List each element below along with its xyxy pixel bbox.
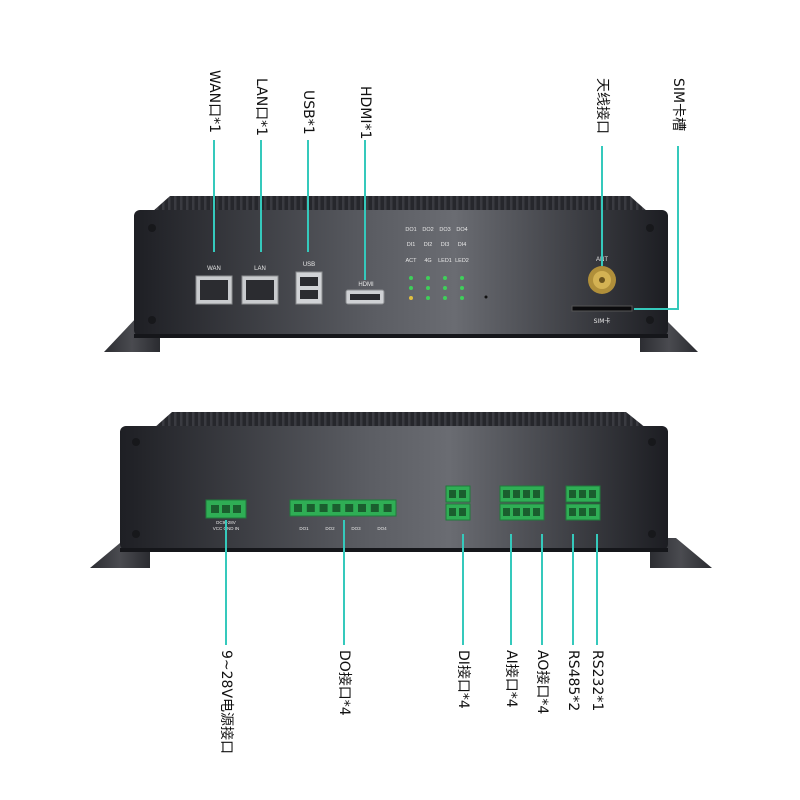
front-label-lan: LAN <box>254 266 266 272</box>
callout-do: DO接口*4 <box>336 650 352 716</box>
led-dot <box>460 296 464 300</box>
led-label: DI4 <box>458 242 467 248</box>
leader-ant <box>601 146 603 266</box>
rs-terminal <box>565 485 601 521</box>
front-label-wan: WAN <box>207 266 221 272</box>
lan-port <box>241 275 279 305</box>
terminal-pin <box>294 504 302 512</box>
back-device: DC9~28V VCC GND IN DO1 DO2 DO3 DO4 <box>90 412 712 568</box>
led-dot <box>460 286 464 290</box>
led-label: DI2 <box>424 242 433 248</box>
led-label: DO3 <box>439 227 450 233</box>
leader-wan <box>213 140 215 252</box>
leader-ai <box>510 534 512 645</box>
sim-slot <box>571 305 633 312</box>
led-dot <box>443 296 447 300</box>
front-label-usb: USB <box>303 262 315 268</box>
led-label: DI3 <box>441 242 450 248</box>
callout-sim: SIM卡槽 <box>670 78 686 132</box>
led-label: DO2 <box>422 227 433 233</box>
callout-wan: WAN口*1 <box>206 70 222 134</box>
callout-lan: LAN口*1 <box>253 78 269 137</box>
antenna-connector <box>588 266 616 294</box>
terminal-pin <box>383 504 392 512</box>
front-heatsink-fins <box>152 196 648 212</box>
led-label: DO4 <box>456 227 467 233</box>
do-label-3: DO3 <box>351 526 361 531</box>
do-terminal <box>289 499 397 517</box>
led-label: LED1 <box>438 258 452 264</box>
terminal-pin <box>306 504 315 512</box>
leader-do <box>343 520 345 645</box>
callout-ao: AO接口*4 <box>534 650 550 715</box>
back-heatsink-fins <box>154 412 646 428</box>
leader-power <box>225 520 227 645</box>
led-dot <box>460 276 464 280</box>
do-label-4: DO4 <box>377 526 387 531</box>
callout-rs485: RS485*2 <box>565 650 581 712</box>
led-dot <box>409 276 413 280</box>
led-label: DO1 <box>405 227 416 233</box>
led-dot <box>443 286 447 290</box>
hdmi-port <box>345 289 385 305</box>
terminal-pin <box>345 504 354 512</box>
callout-hdmi: HDMI*1 <box>357 86 373 140</box>
callout-ai: AI接口*4 <box>503 650 519 708</box>
do-label-2: DO2 <box>325 526 335 531</box>
terminal-pin <box>370 504 379 512</box>
leader-sim-h <box>634 308 679 310</box>
front-label-hdmi: HDMI <box>358 282 374 288</box>
led-dot <box>409 286 413 290</box>
terminal-pin <box>319 504 328 512</box>
led-dot <box>426 276 430 280</box>
leader-rs485 <box>572 534 574 645</box>
io-terminal-blocks <box>445 485 601 521</box>
led-label: LED2 <box>455 258 469 264</box>
led-label: DI1 <box>407 242 416 248</box>
callout-usb: USB*1 <box>300 90 316 135</box>
callout-di: DI接口*4 <box>455 650 471 709</box>
led-dot <box>426 286 430 290</box>
leader-rs232 <box>596 534 598 645</box>
leader-hdmi <box>364 140 366 280</box>
leader-di <box>462 534 464 645</box>
led-label: 4G <box>424 258 431 264</box>
leader-sim-v <box>677 146 679 310</box>
led-dot <box>426 296 430 300</box>
front-label-sim: SIM卡 <box>594 317 611 325</box>
ai-ao-terminal <box>499 485 545 521</box>
callout-antenna: 天线接口 <box>594 78 610 134</box>
callout-power: 9~28V电源接口 <box>218 650 234 755</box>
usb-port <box>295 271 323 305</box>
leader-ao <box>541 534 543 645</box>
power-terminal <box>205 499 247 519</box>
wan-port <box>195 275 233 305</box>
leader-usb <box>307 140 309 252</box>
callout-rs232: RS232*1 <box>589 650 605 712</box>
led-label: ACT <box>406 258 418 264</box>
led-dot <box>443 276 447 280</box>
terminal-pin <box>332 504 341 512</box>
led-dot <box>409 296 413 300</box>
di-terminal <box>445 485 471 521</box>
terminal-pin <box>358 504 366 512</box>
do-label-1: DO1 <box>299 526 309 531</box>
leader-lan <box>260 140 262 252</box>
